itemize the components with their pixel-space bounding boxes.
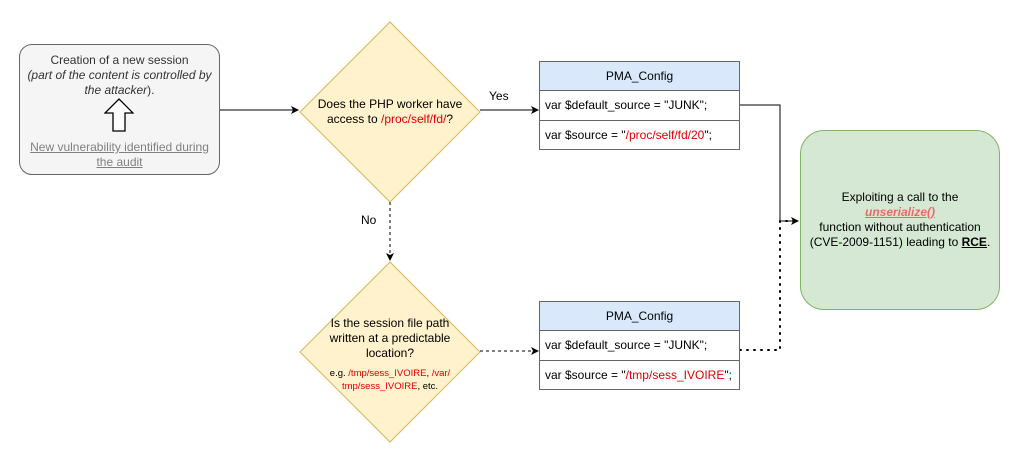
example-suffix: , etc.	[417, 381, 439, 392]
decision-php-worker-text: Does the PHP worker have access to /proc…	[305, 97, 475, 127]
result-rce: RCE	[961, 235, 987, 249]
decision2-line3: location?	[365, 346, 415, 360]
class-top-source-suffix: ";	[704, 128, 712, 142]
decision-session-path-text: Is the session file path written at a pr…	[305, 316, 475, 393]
arrow-class-top-to-result	[740, 104, 799, 225]
decision1-path: /proc/self/fd/	[380, 112, 447, 126]
vulnerability-note-line2: the audit	[96, 155, 143, 169]
decision1-prefix: access to	[326, 112, 381, 126]
exploitation-result-box: Exploiting a call to the unserialize() f…	[800, 130, 1000, 310]
decision2-example: e.g. /tmp/sess_IVOIRE, /var/tmp/sess_IVO…	[305, 367, 475, 393]
decision2-line1: Is the session file path	[330, 316, 450, 330]
vulnerability-note: New vulnerability identified during the …	[20, 140, 219, 170]
example-separator: ,	[426, 368, 432, 379]
up-arrow-icon	[104, 98, 134, 132]
result-line3-suffix: .	[986, 235, 991, 249]
result-line1: Exploiting a call to the	[841, 190, 959, 204]
example-path-var: /var/	[431, 368, 451, 379]
label-yes: Yes	[489, 89, 509, 103]
session-subtitle-end: the attacker	[84, 83, 148, 97]
class-top-default-source: var $default_source = "JUNK";	[545, 98, 708, 112]
decision-diamond-session-path	[299, 261, 481, 443]
class-top-source-value: /proc/self/fd/20	[625, 128, 705, 142]
class-top-source-prefix: var $source = "	[545, 128, 626, 142]
class-bottom-source-value: /tmp/sess_IVOIRE	[625, 368, 725, 382]
result-line2: function without authentication	[819, 220, 981, 234]
session-subtitle: (part of the content is controlled by	[27, 68, 212, 82]
session-subtitle-tail: ).	[147, 83, 155, 97]
class-bottom-default-source: var $default_source = "JUNK";	[545, 338, 708, 352]
vulnerability-note-line1: New vulnerability identified during	[30, 140, 209, 154]
session-title: Creation of a new session	[50, 53, 189, 67]
class-bottom-title: PMA_Config	[540, 302, 739, 331]
decision1-line1: Does the PHP worker have	[317, 97, 463, 111]
arrow-class-bottom-to-result	[739, 220, 799, 351]
session-creation-box: Creation of a new session (part of the c…	[19, 44, 220, 175]
pma-config-class-bottom: PMA_Config var $default_source = "JUNK";…	[539, 301, 740, 390]
example-path-var-tmp: tmp/sess_IVOIRE	[341, 381, 418, 392]
class-bottom-source-prefix: var $source = "	[545, 368, 626, 382]
class-bottom-source-suffix: ";	[724, 368, 732, 382]
result-line3: (CVE-2009-1151) leading to	[809, 235, 962, 249]
pma-config-class-top: PMA_Config var $default_source = "JUNK";…	[539, 61, 740, 150]
class-bottom-source: var $source = "/tmp/sess_IVOIRE";	[540, 360, 739, 390]
class-top-source: var $source = "/proc/self/fd/20";	[540, 120, 739, 150]
decision1-suffix: ?	[446, 112, 454, 126]
example-path-tmp: /tmp/sess_IVOIRE	[348, 368, 427, 379]
decision2-line2: written at a predictable	[329, 331, 451, 345]
class-top-title: PMA_Config	[540, 62, 739, 91]
label-no: No	[361, 213, 377, 227]
example-prefix: e.g.	[329, 368, 349, 379]
result-function: unserialize()	[864, 205, 936, 219]
